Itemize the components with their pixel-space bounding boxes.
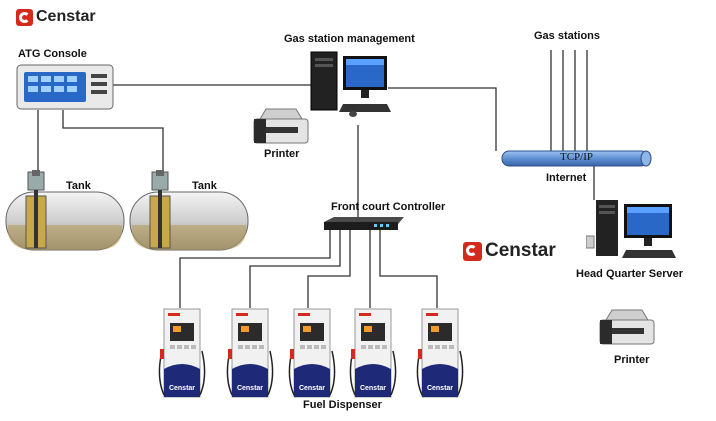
management-computer xyxy=(310,51,391,117)
dispenser-brand: Censtar xyxy=(359,385,387,392)
fuel-dispenser xyxy=(349,308,397,398)
printer-1-label: Printer xyxy=(264,148,300,160)
censtar-logo: Censtar xyxy=(16,8,96,26)
gas-station-management-label: Gas station management xyxy=(284,33,415,45)
dispenser-brand: Censtar xyxy=(298,385,326,392)
censtar-logo-center-icon xyxy=(463,241,482,261)
tank-1 xyxy=(5,170,125,251)
tank-2-label: Tank xyxy=(192,180,217,192)
printer-2-label: Printer xyxy=(614,354,650,366)
front-court-controller-label: Front court Controller xyxy=(331,201,446,213)
internet-pipe xyxy=(501,150,652,167)
fuel-dispenser xyxy=(288,308,336,398)
dispenser-brand: Censtar xyxy=(426,385,454,392)
head-quarter-server xyxy=(586,200,676,258)
head-quarter-server-label: Head Quarter Server xyxy=(576,268,683,280)
front-court-controller-device xyxy=(324,217,404,230)
printer-2 xyxy=(599,309,655,345)
internet-label: Internet xyxy=(546,172,587,184)
fuel-dispenser xyxy=(416,308,464,398)
fuel-dispenser xyxy=(158,308,206,398)
tank-1-label: Tank xyxy=(66,180,91,192)
dispenser-brand: Censtar xyxy=(236,385,264,392)
network-protocol-label: TCP/IP xyxy=(560,151,594,163)
fuel-dispenser xyxy=(226,308,274,398)
atg-console-label: ATG Console xyxy=(18,48,87,60)
fuel-dispenser-label: Fuel Dispenser xyxy=(303,399,382,411)
atg-console-device xyxy=(16,64,114,110)
censtar-logo-center: Censtar xyxy=(463,240,556,262)
dispenser-brand: Censtar xyxy=(168,385,196,392)
gas-stations-label: Gas stations xyxy=(534,30,601,42)
printer-1 xyxy=(253,108,309,144)
censtar-logo-icon xyxy=(16,8,33,26)
tank-2 xyxy=(129,170,249,251)
